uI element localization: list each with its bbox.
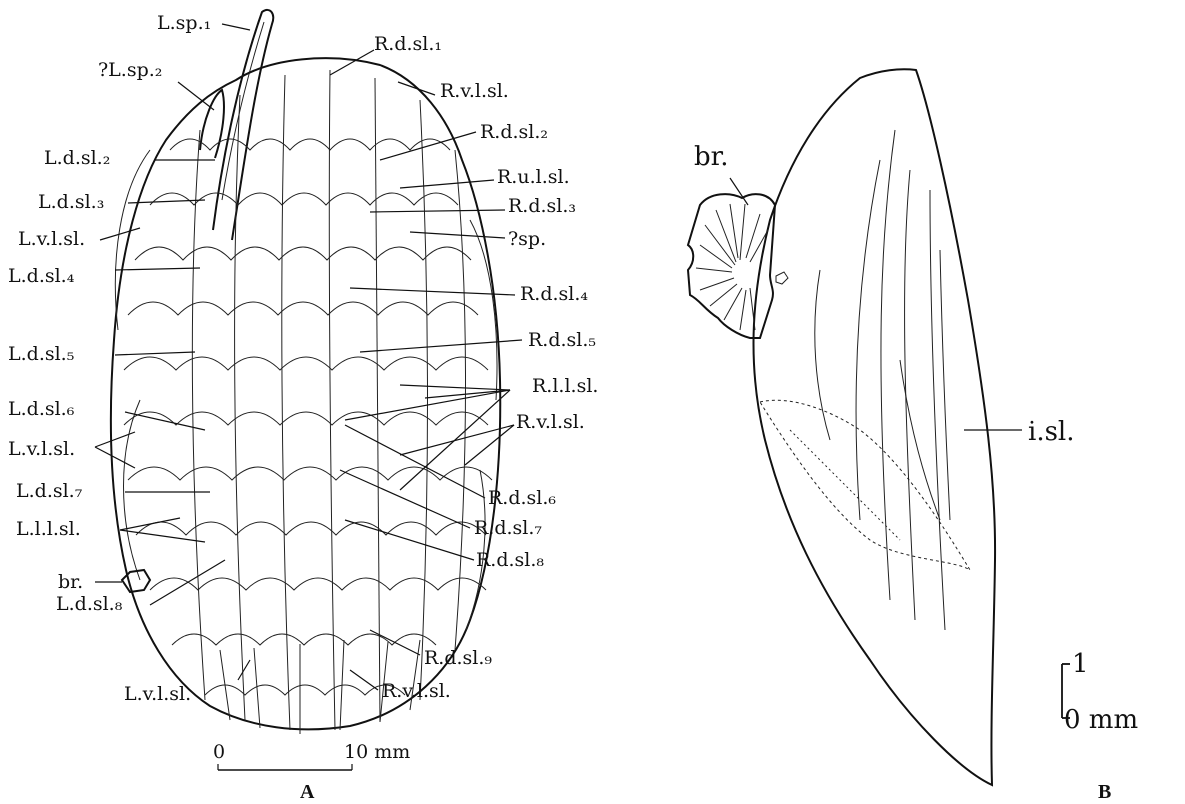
scale-bar-b: 1 0 mm	[1062, 649, 1138, 735]
scale-bar-a: 0 10 mm	[213, 741, 410, 770]
label-r-d-sl-4: R.d.sl.₄	[520, 283, 588, 305]
label-r-d-sl-6: R.d.sl.₆	[488, 487, 556, 509]
label-r-v-l-sl-top: R.v.l.sl.	[440, 80, 509, 102]
label-l-d-sl-8: L.d.sl.₈	[56, 593, 123, 615]
label-l-d-sl-7: L.d.sl.₇	[16, 480, 83, 502]
label-l-v-l-sl-mid: L.v.l.sl.	[8, 438, 75, 460]
label-r-d-sl-7: R.d.sl.₇	[474, 517, 542, 539]
label-r-d-sl-9: R.d.sl.₉	[424, 647, 492, 669]
label-r-d-sl-1: R.d.sl.₁	[374, 33, 442, 55]
panel-label-a: A	[300, 781, 315, 803]
label-r-d-sl-3: R.d.sl.₃	[508, 195, 576, 217]
panel-a-labels: L.sp.₁ ?L.sp.₂ L.d.sl.₂ L.d.sl.₃ L.v.l.s…	[8, 12, 598, 705]
label-r-l-l-sl: R.l.l.sl.	[532, 375, 598, 397]
label-r-u-l-sl: R.u.l.sl.	[497, 166, 570, 188]
label-l-d-sl-3: L.d.sl.₃	[38, 191, 104, 213]
label-br-b: br.	[694, 142, 728, 172]
label-r-v-l-sl-mid: R.v.l.sl.	[516, 411, 585, 433]
label-l-v-l-sl-bottom: L.v.l.sl.	[124, 683, 191, 705]
label-l-l-l-sl: L.l.l.sl.	[16, 518, 81, 540]
panel-a-drawing	[111, 10, 500, 734]
cone-outline	[111, 58, 500, 729]
label-r-d-sl-8: R.d.sl.₈	[476, 549, 544, 571]
label-r-v-l-sl-bottom: R.v.l.sl.	[382, 680, 451, 702]
panel-b-drawing	[688, 69, 995, 785]
scale-b-bottom: 0 mm	[1064, 705, 1138, 735]
label-l-d-sl-4: L.d.sl.₄	[8, 265, 75, 287]
label-l-d-sl-5: L.d.sl.₅	[8, 343, 74, 365]
label-l-d-sl-6: L.d.sl.₆	[8, 398, 75, 420]
panel-label-b: B	[1098, 781, 1111, 803]
scale-a-end: 10 mm	[344, 741, 410, 763]
label-q-sp: ?sp.	[508, 228, 546, 250]
label-l-sp-2: ?L.sp.₂	[98, 59, 162, 81]
label-br-a: br.	[58, 571, 83, 593]
label-r-d-sl-5: R.d.sl.₅	[528, 329, 596, 351]
label-i-sl: i.sl.	[1028, 417, 1075, 447]
seed-scale-outline	[754, 69, 996, 785]
label-l-d-sl-2: L.d.sl.₂	[44, 147, 110, 169]
scale-b-top: 1	[1072, 649, 1089, 679]
label-l-v-l-sl-upper: L.v.l.sl.	[18, 228, 85, 250]
label-r-d-sl-2: R.d.sl.₂	[480, 121, 548, 143]
label-l-sp-1: L.sp.₁	[157, 12, 211, 34]
scale-a-start: 0	[213, 741, 225, 763]
